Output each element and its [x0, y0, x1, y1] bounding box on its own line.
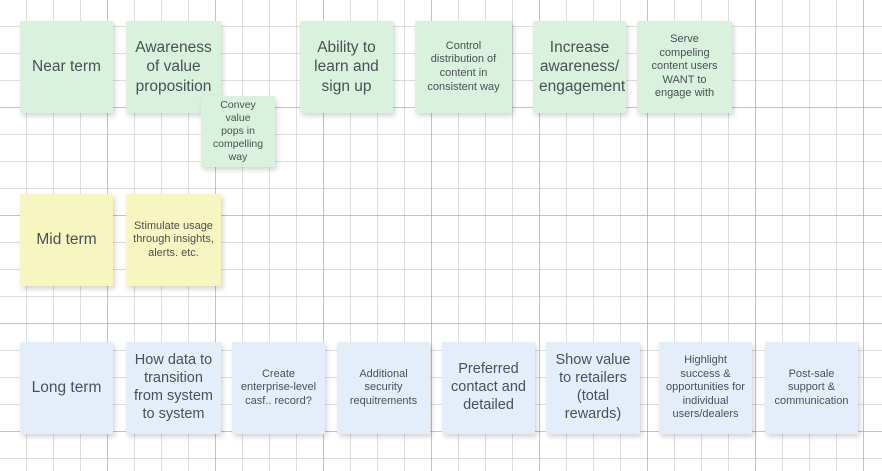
sticky-note-show-value-to-retailers[interactable]: Show value to retailers (total rewards) — [546, 342, 640, 434]
sticky-note-stimulate-usage-through-insights[interactable]: Stimulate usage through insights, alerts… — [126, 194, 221, 286]
sticky-note-text: Post-sale support & communication — [774, 367, 849, 407]
sticky-note-text: Create enterprise-level casf.. record? — [240, 367, 317, 407]
sticky-note-preferred-contact-and-detailed[interactable]: Preferred contact and detailed — [442, 342, 535, 434]
sticky-note-text: Control distribution of content in consi… — [427, 39, 500, 93]
sticky-note-text: Stimulate usage through insights, alerts… — [133, 219, 214, 259]
sticky-note-ability-to-learn-and-sign-up[interactable]: Ability to learn and sign up — [300, 21, 393, 113]
sticky-note-long-term-label[interactable]: Long term — [20, 342, 113, 434]
sticky-note-text: Awareness of value proposition — [135, 39, 212, 95]
sticky-note-create-enterprise-level-record[interactable]: Create enterprise-level casf.. record? — [232, 342, 325, 434]
sticky-note-text: Show value to retailers (total rewards) — [555, 352, 631, 422]
sticky-note-text: Long term — [31, 379, 102, 397]
sticky-note-text: Serve compeling content users WANT to en… — [651, 32, 718, 100]
sticky-note-text: Ability to learn and sign up — [314, 39, 379, 95]
sticky-note-text: Mid term — [36, 231, 97, 249]
sticky-note-serve-compeling-content[interactable]: Serve compeling content users WANT to en… — [637, 21, 732, 113]
sticky-note-increase-awareness-engagement[interactable]: Increase awareness/ engagement — [533, 21, 626, 113]
sticky-note-near-term-label[interactable]: Near term — [20, 21, 113, 113]
sticky-note-how-data-to-transition[interactable]: How data to transition from system to sy… — [126, 342, 221, 434]
sticky-note-text: Highlight success & opportunities for in… — [666, 353, 745, 421]
sticky-note-additional-security-requitrements[interactable]: Additional security requitrements — [337, 342, 430, 434]
sticky-note-text: How data to transition from system to sy… — [134, 352, 213, 422]
sticky-note-post-sale-support-communication[interactable]: Post-sale support & communication — [765, 342, 858, 434]
sticky-note-control-distribution-of-content[interactable]: Control distribution of content in consi… — [415, 21, 512, 113]
sticky-note-convey-value-pops[interactable]: Convey value pops in compelling way — [201, 96, 275, 167]
sticky-note-text: Convey value pops in compelling way — [212, 98, 264, 164]
sticky-note-text: Additional security requitrements — [349, 367, 418, 407]
sticky-note-highlight-success-opportunities[interactable]: Highlight success & opportunities for in… — [659, 342, 752, 434]
sticky-note-text: Increase awareness/ engagement — [539, 39, 626, 95]
sticky-note-text: Near term — [32, 58, 101, 76]
sticky-note-mid-term-label[interactable]: Mid term — [20, 194, 113, 286]
sticky-note-text: Preferred contact and detailed — [451, 361, 526, 413]
sticky-note-awareness-of-value-proposition[interactable]: Awareness of value proposition — [126, 21, 221, 113]
